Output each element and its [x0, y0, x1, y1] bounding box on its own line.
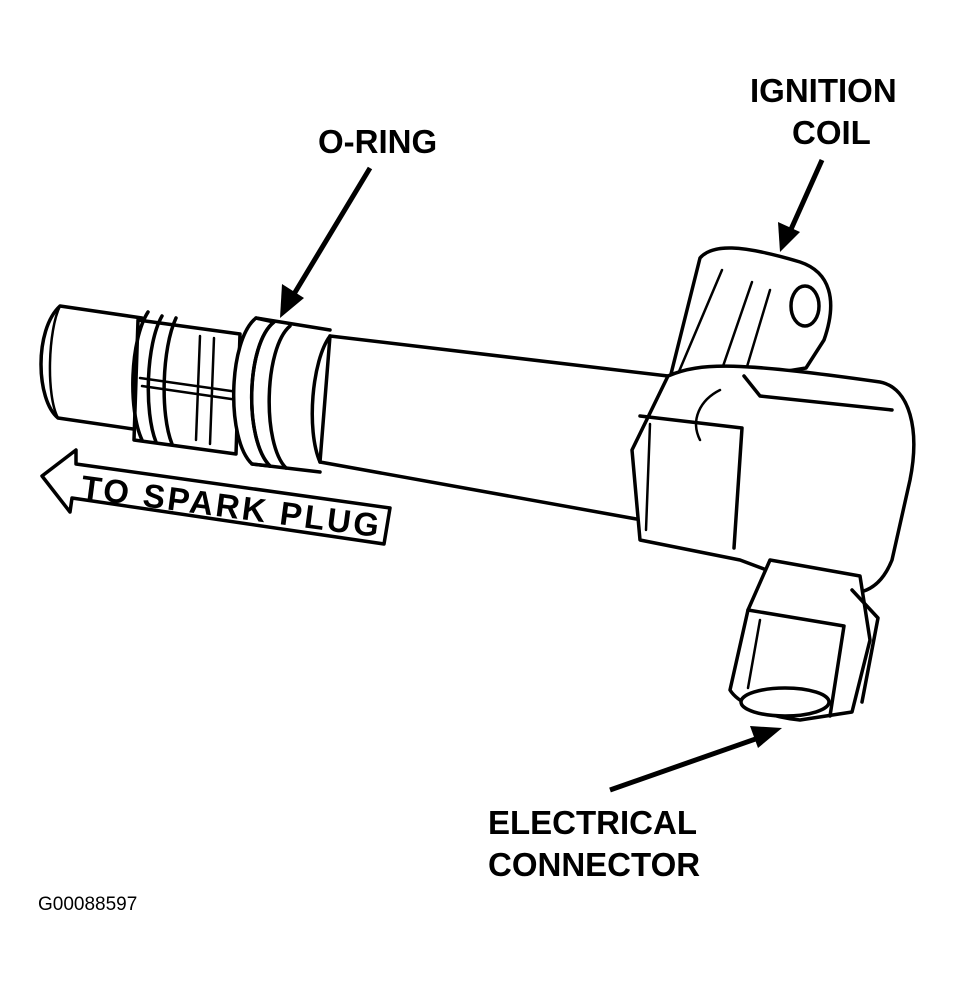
electrical-connector-label-line1: ELECTRICAL: [488, 804, 697, 841]
electrical-connector: [728, 558, 880, 722]
figure-id: G00088597: [38, 894, 137, 915]
spark-plug-boot: [39, 304, 144, 432]
electrical-connector-label-line2: CONNECTOR: [488, 846, 700, 883]
coil-head: [630, 246, 916, 596]
electrical-connector-arrow: [609, 726, 782, 793]
ignition-coil-label-line2: COIL: [792, 114, 871, 151]
o-ring-label: O-RING: [318, 123, 437, 160]
ignition-coil-arrow: [778, 158, 825, 252]
o-ring: [232, 316, 332, 474]
coil-tube: [310, 334, 670, 522]
o-ring-arrow: [280, 166, 373, 318]
to-spark-plug-label: TO SPARK PLUG: [79, 468, 381, 544]
ribbed-section: [131, 310, 242, 456]
ignition-coil-label-line1: IGNITION: [750, 72, 897, 109]
